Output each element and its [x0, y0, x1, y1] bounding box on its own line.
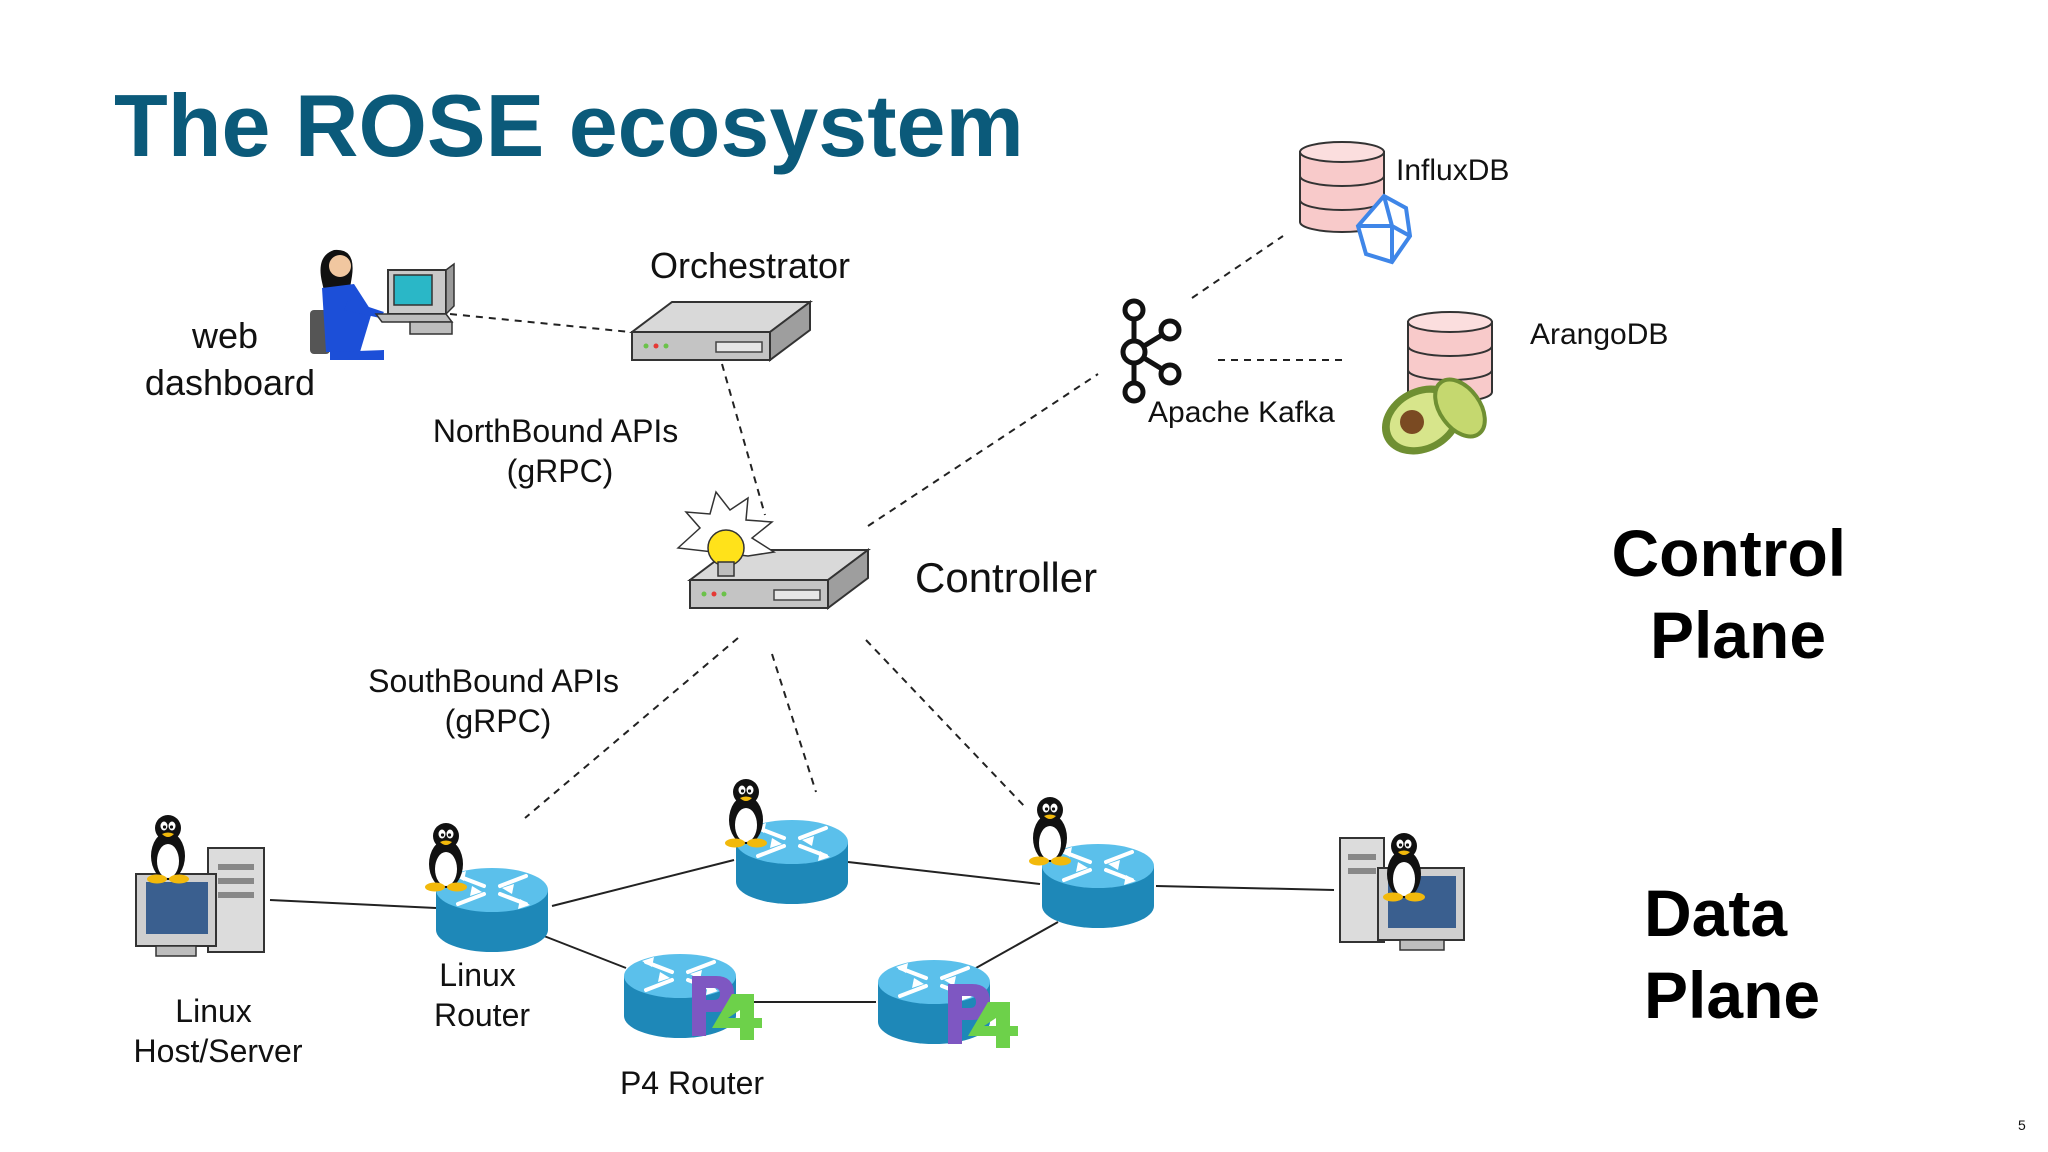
kafka-logo-icon	[1120, 298, 1182, 404]
linux-router-label: Linux Router	[434, 957, 530, 1033]
southbound-link-center	[771, 653, 817, 793]
southbound-link-right	[865, 639, 1027, 809]
right-router-server-link	[1155, 885, 1335, 891]
router-router-top-link	[551, 859, 735, 907]
router-p4-left-link	[543, 935, 627, 969]
orchestrator-label: Orchestrator	[650, 245, 850, 286]
p4-right-router-link	[975, 921, 1059, 969]
hexagon-icon	[1355, 193, 1413, 265]
control-plane-label: Control Plane	[1612, 516, 1865, 672]
kafka-influxdb-link	[1191, 235, 1284, 299]
apache-kafka-label: Apache Kafka	[1148, 396, 1335, 429]
influxdb-label: InfluxDB	[1396, 154, 1509, 187]
desktop-computer-icon	[135, 847, 265, 957]
p4-router-label: P4 Router	[620, 1065, 764, 1101]
page-number: 5	[2018, 1117, 2026, 1133]
southbound-apis-label: SouthBound APIs (gRPC)	[368, 663, 628, 739]
page-title: The ROSE ecosystem	[114, 76, 1024, 175]
person-at-computer-icon	[310, 249, 455, 360]
controller-appliance	[676, 490, 869, 609]
northbound-apis-label: NorthBound APIs (gRPC)	[433, 413, 687, 489]
connections	[269, 235, 1348, 1003]
server-appliance-icon	[631, 301, 811, 361]
northbound-api-link	[721, 363, 766, 516]
router-top-right-link	[847, 861, 1041, 885]
web-dashboard-label: web dashboard	[145, 315, 315, 403]
controller-kafka-link	[867, 373, 1099, 527]
lightbulb-icon	[676, 490, 777, 577]
data-plane-label: Data Plane	[1644, 876, 1820, 1032]
p4-logo-icon	[692, 976, 762, 1040]
controller-label: Controller	[915, 554, 1097, 601]
dashboard-orchestrator-link	[449, 313, 631, 333]
host-router-link	[269, 899, 437, 909]
avocado-icon	[1381, 377, 1487, 455]
linux-host-label: Linux Host/Server	[134, 993, 303, 1069]
p4-logo-icon	[948, 984, 1018, 1048]
arangodb-label: ArangoDB	[1530, 318, 1668, 351]
